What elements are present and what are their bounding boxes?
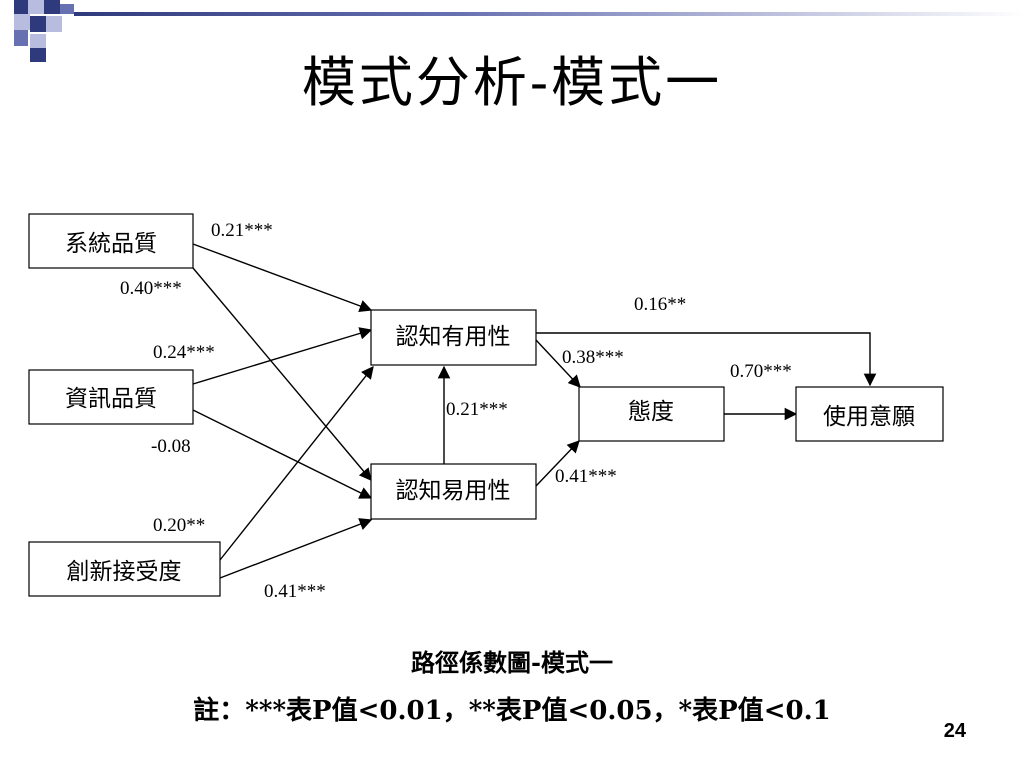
edge-innovation-to-ease [219, 518, 373, 579]
node-label-information-quality: 資訊品質 [65, 386, 157, 412]
decorative-square-light-4 [30, 34, 46, 48]
coefficient-labels: 0.21*** 0.40*** 0.24*** -0.08 0.20** 0.4… [120, 220, 792, 602]
coef-ease-to-usefulness: 0.21*** [446, 399, 508, 420]
diagram-caption: 路徑係數圖-模式一 [411, 648, 613, 677]
coef-innovation-to-usefulness: 0.20** [153, 515, 205, 536]
coef-innovation-to-ease: 0.41*** [264, 581, 326, 602]
node-label-system-quality: 系統品質 [65, 231, 157, 257]
node-information-quality: 資訊品質 [28, 369, 194, 425]
coef-system-to-usefulness: 0.21*** [211, 220, 273, 241]
coef-usefulness-to-attitude: 0.38*** [562, 347, 624, 368]
decorative-square-light-3 [46, 16, 62, 32]
edge-info-to-usefulness [192, 327, 373, 385]
decorative-square-light-1 [28, 0, 44, 14]
significance-note: 註：***表P值<0.01，**表P值<0.05，*表P值<0.1 [193, 696, 831, 726]
slide-title: 模式分析-模式一 [301, 51, 723, 114]
decorative-square-light-2 [14, 14, 30, 30]
node-perceived-usefulness: 認知有用性 [370, 309, 537, 366]
node-usage-intention: 使用意願 [795, 386, 944, 442]
coef-info-to-ease: -0.08 [151, 436, 191, 457]
edge-system-to-usefulness [192, 243, 373, 312]
coef-ease-to-attitude: 0.41*** [555, 466, 617, 487]
coef-info-to-usefulness: 0.24*** [153, 342, 215, 363]
edge-innovation-to-usefulness [219, 366, 374, 561]
edge-system-to-ease [192, 267, 372, 481]
edges [192, 243, 877, 579]
coef-usefulness-to-intention: 0.16** [634, 294, 686, 315]
node-innovation-acceptance: 創新接受度 [28, 541, 221, 597]
decorative-square-mid-2 [60, 4, 74, 14]
page-number: 24 [943, 720, 966, 742]
decorative-header-bar [74, 12, 1024, 16]
decorative-square-navy-2 [44, 0, 60, 14]
node-perceived-ease-of-use: 認知易用性 [370, 463, 537, 520]
node-label-perceived-ease-of-use: 認知易用性 [396, 478, 511, 504]
decorative-square-navy-3 [30, 16, 46, 32]
node-label-innovation-acceptance: 創新接受度 [67, 559, 182, 585]
nodes: 系統品質 資訊品質 創新接受度 認知有用性 認知易用性 態度 [28, 213, 944, 597]
edge-ease-to-attitude [535, 440, 580, 487]
node-attitude: 態度 [578, 386, 725, 442]
decorative-square-navy-1 [14, 0, 28, 14]
edge-usefulness-to-intention [536, 332, 877, 387]
edge-usefulness-to-attitude [535, 339, 581, 388]
node-label-perceived-usefulness: 認知有用性 [396, 324, 511, 350]
node-system-quality: 系統品質 [28, 213, 194, 269]
edge-info-to-ease [192, 409, 373, 499]
node-label-attitude: 態度 [628, 399, 674, 425]
decorative-square-mid-1 [14, 30, 28, 46]
coef-system-to-ease: 0.40*** [120, 278, 182, 299]
node-label-usage-intention: 使用意願 [823, 404, 915, 430]
decorative-square-navy-4 [30, 48, 46, 62]
coef-attitude-to-intention: 0.70*** [730, 361, 792, 382]
